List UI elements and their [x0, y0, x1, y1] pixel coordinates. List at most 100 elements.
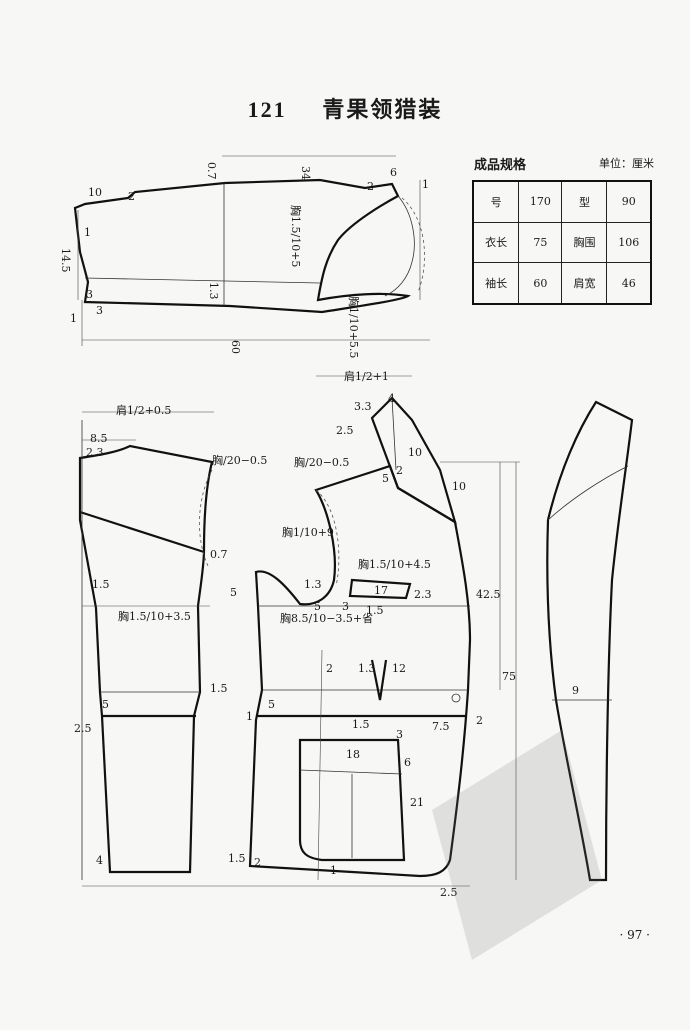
sleeve-cap-line — [384, 195, 415, 297]
page-title: 121 青果领猎装 — [0, 92, 690, 124]
back-piece — [78, 411, 470, 887]
spec-header: 成品规格 单位：厘米 — [474, 154, 654, 173]
label-back-8-5: 8.5 — [90, 432, 108, 445]
front-dart — [370, 659, 388, 701]
page-number: · 97 · — [619, 928, 650, 942]
stamp-shape — [432, 730, 602, 960]
label-front-3: 3 — [342, 600, 349, 613]
label-sleeve-3b: 3 — [96, 304, 103, 317]
spec-cell: 170 — [518, 180, 563, 223]
label-front-chest-d: 胸1/10+9 — [282, 525, 334, 539]
label-collar-9: 9 — [572, 684, 579, 697]
label-front-2c: 2 — [476, 714, 483, 727]
label-front-2-5b: 2.5 — [440, 886, 458, 899]
label-front-4: 4 — [388, 392, 395, 405]
label-front-5: 5 — [382, 472, 389, 485]
label-sleeve-1b: 1 — [84, 226, 91, 239]
spec-cell: 106 — [606, 221, 652, 264]
label-front-42-5: 42.5 — [476, 588, 501, 601]
collar-fold-line — [547, 465, 629, 521]
pattern-name: 青果领猎装 — [322, 97, 443, 123]
label-sleeve-chest-b: 胸1/10+5.5 — [347, 296, 361, 358]
label-front-6: 6 — [404, 756, 411, 769]
collar-piece — [546, 400, 634, 882]
label-front-1-3b: 1.3 — [358, 662, 376, 675]
label-back-1-5b: 1.5 — [210, 682, 228, 695]
spec-cell: 袖长 — [472, 262, 520, 305]
label-back-1-5a: 1.5 — [92, 578, 110, 591]
spec-table: 号 170 型 90 衣长 75 胸围 106 袖长 60 肩宽 46 — [472, 180, 652, 305]
pattern-number: 121 — [247, 97, 287, 122]
label-sleeve-3a: 3 — [86, 288, 93, 301]
label-sleeve-0-7: 0.7 — [205, 162, 218, 180]
label-sleeve-6: 6 — [390, 166, 397, 179]
back-outline — [78, 444, 214, 874]
label-sleeve-10: 10 — [88, 186, 102, 199]
front-neck-line — [391, 397, 397, 471]
front-piece — [248, 375, 520, 881]
label-front-7-5: 7.5 — [432, 720, 450, 733]
spec-row: 号 170 型 90 — [472, 180, 652, 223]
label-front-10a: 10 — [408, 446, 422, 459]
label-front-75: 75 — [502, 670, 516, 683]
label-sleeve-2b: 2 — [128, 190, 135, 203]
spec-label: 成品规格 — [474, 158, 527, 173]
label-front-5b: 5 — [314, 600, 321, 613]
label-front-5c: 5 — [268, 698, 275, 711]
front-chest-pocket — [348, 578, 412, 600]
front-button-mark — [451, 693, 461, 703]
label-sleeve-2a: 2 — [367, 180, 374, 193]
label-sleeve-1-3: 1.3 — [207, 282, 220, 300]
label-back-shoulder: 肩1/2+0.5 — [116, 403, 171, 417]
label-back-chest20: 胸/20−0.5 — [212, 453, 267, 467]
label-back-5: 5 — [230, 586, 237, 599]
front-lower-pocket — [298, 738, 406, 862]
label-front-21: 21 — [410, 796, 424, 809]
front-outline — [248, 464, 472, 878]
label-sleeve-chest-a: 胸1.5/10+5 — [289, 205, 303, 267]
spec-cell: 90 — [606, 180, 652, 223]
sleeve-outline — [73, 178, 411, 314]
label-front-1-5: 1.5 — [366, 604, 384, 617]
label-sleeve-14-5: 14.5 — [59, 248, 72, 273]
label-sleeve-1: 1 — [422, 178, 429, 191]
label-sleeve-1c: 1 — [70, 312, 77, 325]
label-front-2d: 2 — [254, 856, 261, 869]
front-lapel — [370, 396, 457, 525]
sleeve-piece — [73, 155, 430, 346]
label-front-2-3: 2.3 — [414, 588, 432, 601]
label-front-chest-p: 胸1.5/10+4.5 — [358, 557, 431, 571]
label-front-1: 1 — [246, 710, 253, 723]
label-front-1b: 1 — [330, 864, 337, 877]
spec-unit: 单位：厘米 — [599, 157, 654, 170]
spec-cell: 衣长 — [472, 221, 520, 264]
spec-row: 袖长 60 肩宽 46 — [472, 262, 652, 305]
label-sleeve-60: 60 — [229, 340, 242, 354]
label-back-2-5: 2.5 — [74, 722, 92, 735]
label-front-2-5: 2.5 — [336, 424, 354, 437]
front-side-dim — [317, 649, 323, 881]
seal-stamp — [432, 730, 602, 960]
label-front-12: 12 — [392, 662, 406, 675]
label-front-18: 18 — [346, 748, 360, 761]
label-back-2-3: 2.3 — [86, 446, 104, 459]
label-front-chest20: 胸/20−0.5 — [294, 455, 349, 469]
label-back-0-7: 0.7 — [210, 548, 228, 561]
sleeve-under-cap — [401, 197, 425, 293]
back-yoke-line — [79, 510, 205, 554]
label-sleeve-top: 34 — [299, 166, 312, 180]
spec-cell: 肩宽 — [561, 262, 608, 305]
pocket-flap-line — [299, 769, 403, 775]
label-back-chest-w: 胸1.5/10+3.5 — [118, 609, 191, 623]
sleeve-elbow-line — [84, 277, 321, 284]
label-back-1-5c: 1.5 — [228, 852, 246, 865]
label-front-chest-w: 胸8.5/10−3.5+省 — [280, 611, 373, 625]
label-front-3b: 3 — [396, 728, 403, 741]
spec-cell: 60 — [518, 262, 563, 305]
label-front-1-3: 1.3 — [304, 578, 322, 591]
label-front-3-3: 3.3 — [354, 400, 372, 413]
front-armhole-dash — [315, 489, 340, 587]
label-front-shoulder: 肩1/2+1 — [344, 369, 389, 383]
spec-cell: 46 — [606, 262, 652, 305]
